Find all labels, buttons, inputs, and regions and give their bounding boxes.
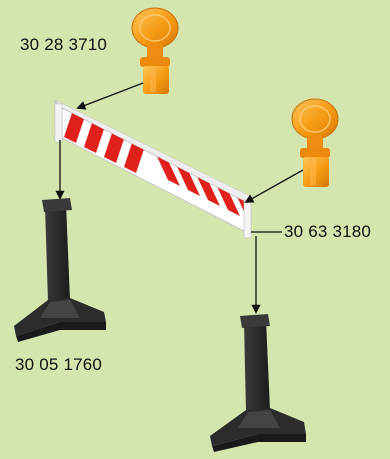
barrier-board bbox=[54, 99, 252, 239]
warning-lamp-right bbox=[291, 98, 339, 187]
warning-lamp-part-number: 30 28 3710 bbox=[20, 35, 108, 54]
barrier-board-part-number: 30 63 3180 bbox=[284, 222, 372, 241]
base-foot-right bbox=[210, 314, 306, 452]
leader-arrows bbox=[55, 82, 304, 314]
red-chevron-stripes bbox=[64, 113, 246, 226]
warning-lamp-top bbox=[131, 7, 179, 94]
arrow-lamp-to-board-right bbox=[244, 169, 304, 203]
base-foot-part-number: 30 05 1760 bbox=[15, 355, 103, 374]
arrow-lamp-to-board-left bbox=[76, 82, 144, 110]
base-foot-left bbox=[14, 198, 106, 342]
